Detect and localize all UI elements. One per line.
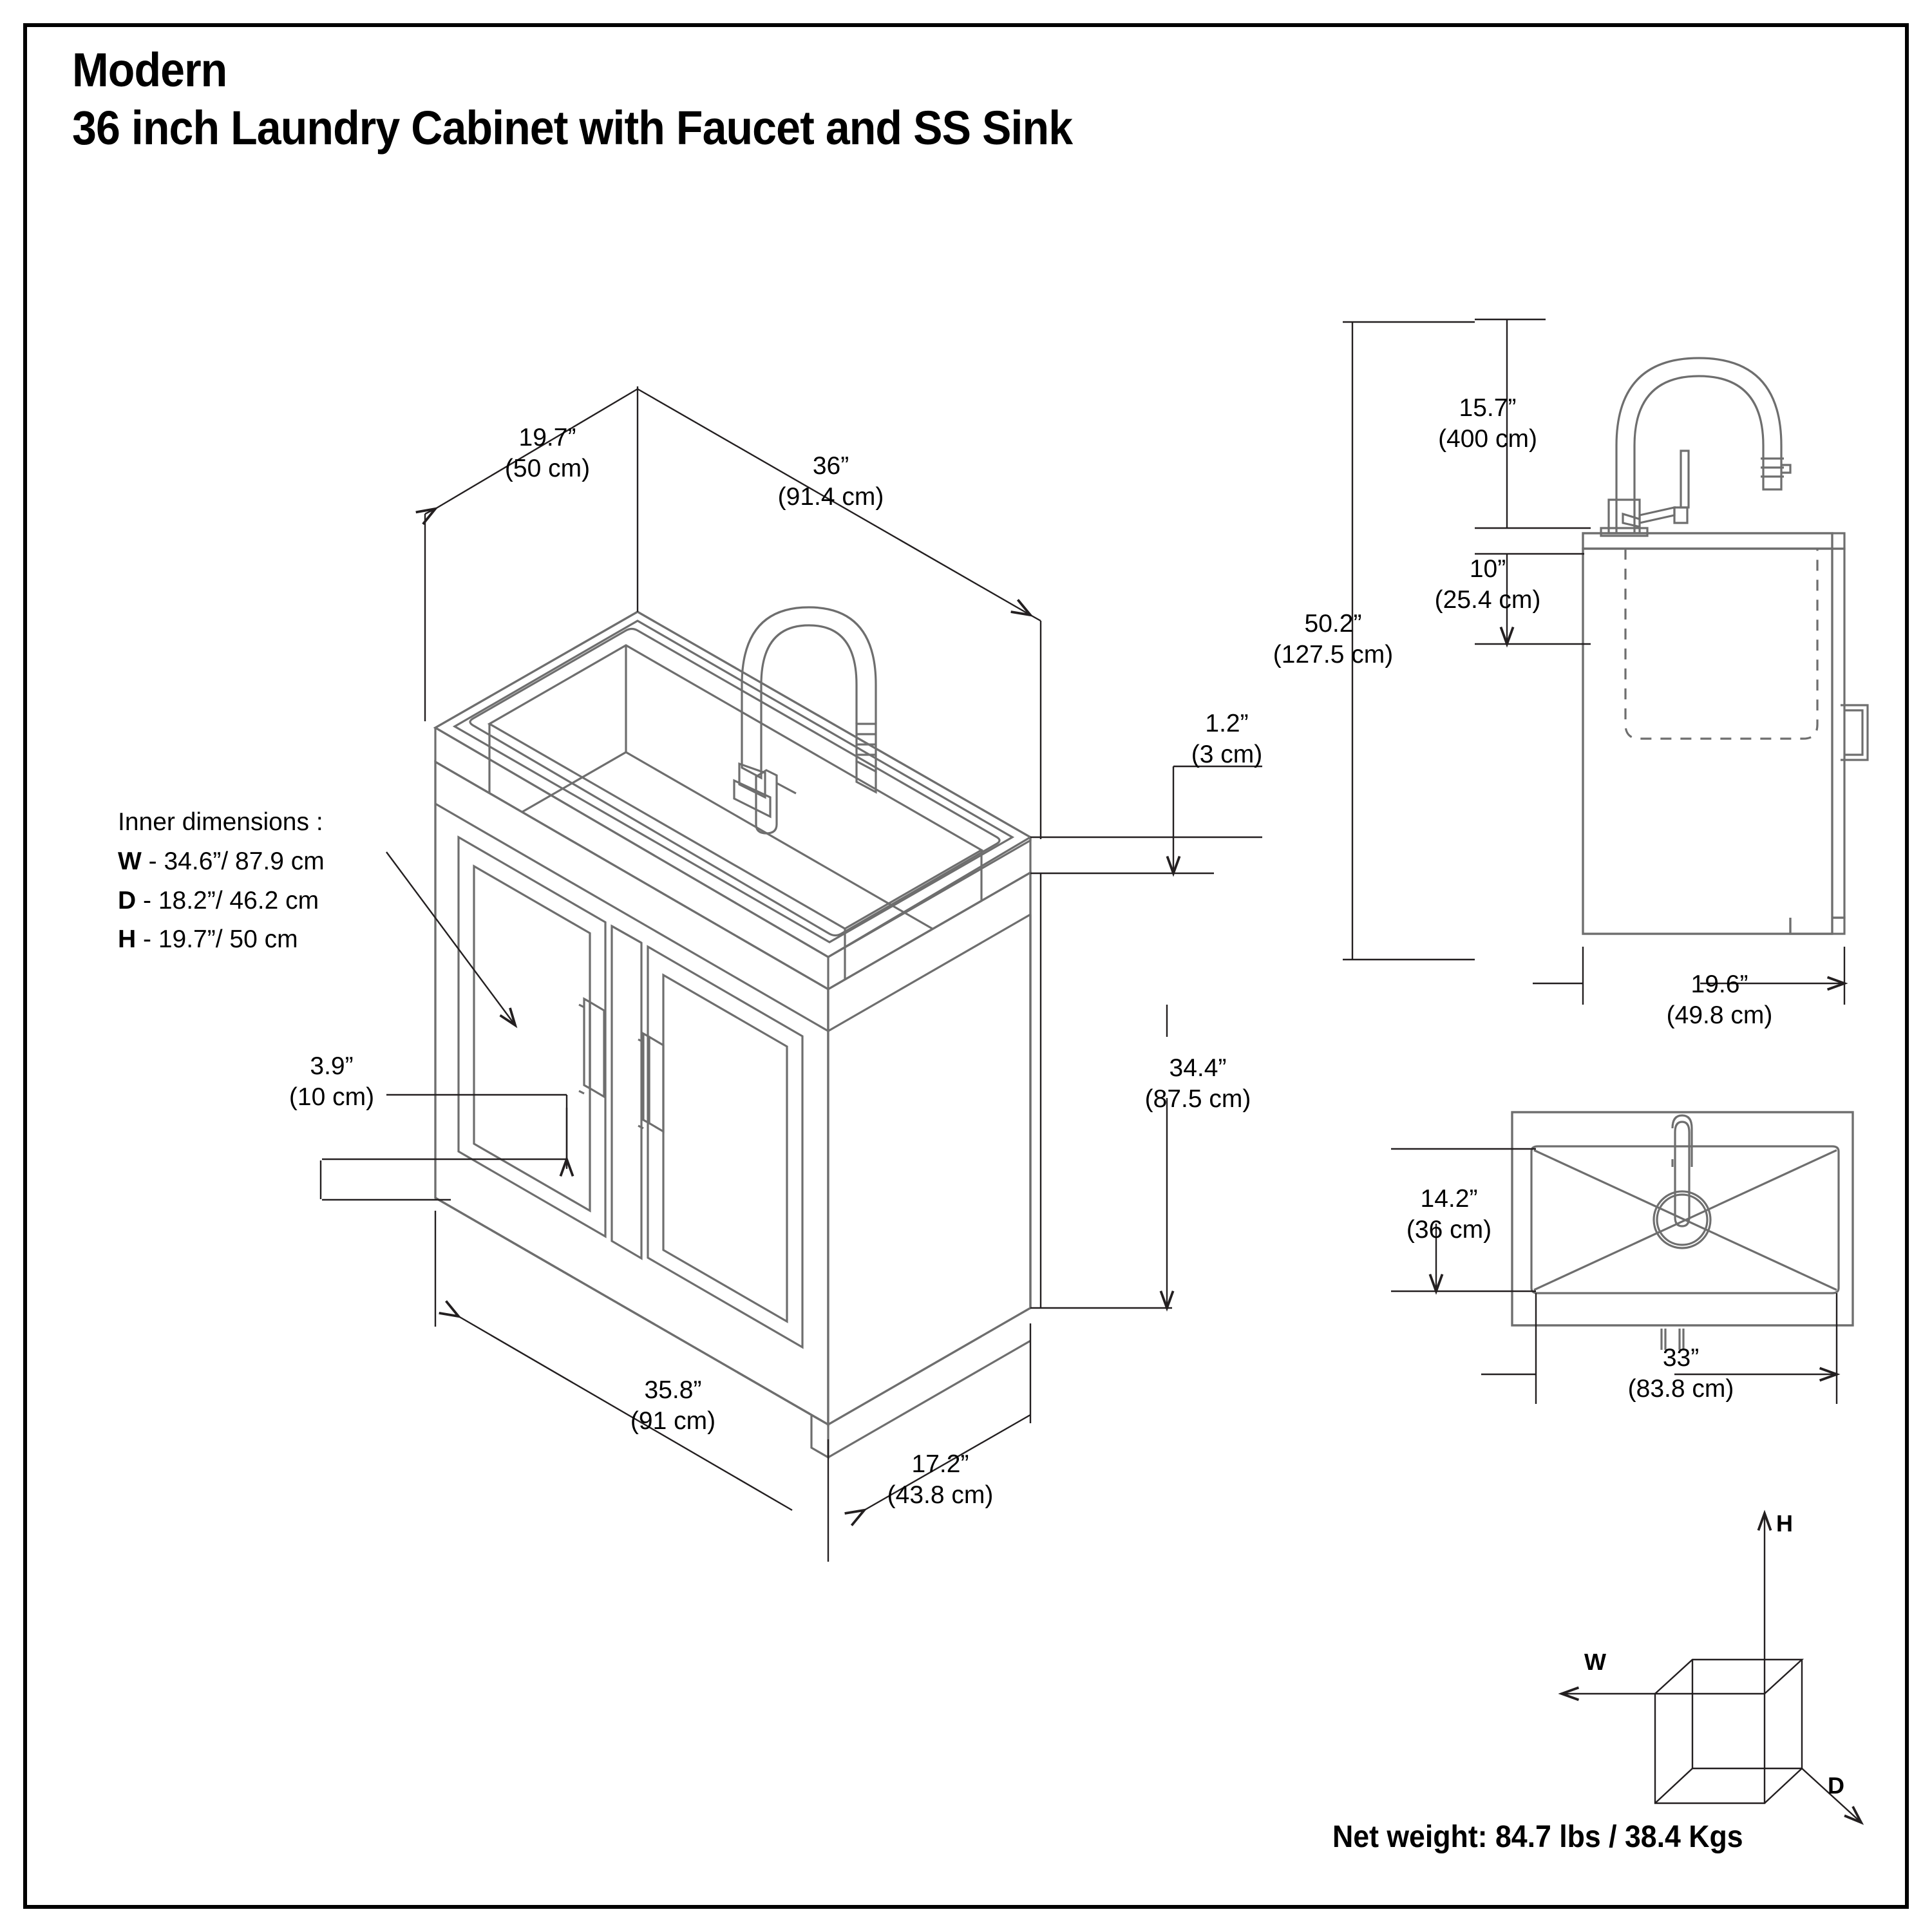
dim-side-total-height-imperial: 50.2”: [1304, 610, 1362, 638]
dim-side-sink-depth-imperial: 10”: [1469, 555, 1506, 583]
inner-dimensions-block: Inner dimensions : W - 34.6”/ 87.9 cm D …: [118, 803, 325, 960]
axis-label-width: W: [1584, 1649, 1606, 1675]
page-title-brand: Modern: [72, 43, 227, 97]
sink-top-view-drawing: [1511, 1111, 1854, 1350]
dim-iso-base-depth-metric: (43.8 cm): [887, 1481, 994, 1509]
dim-sink-width-imperial: 33”: [1662, 1344, 1700, 1372]
inner-dimensions-key-w: W: [118, 847, 142, 875]
dim-side-sink-depth-metric: (25.4 cm): [1434, 585, 1541, 614]
axis-label-height: H: [1776, 1510, 1793, 1537]
axis-label-depth: D: [1828, 1772, 1844, 1799]
title-block: Modern 36 inch Laundry Cabinet with Fauc…: [72, 46, 1618, 152]
inner-dimensions-value-h: - 19.7”/ 50 cm: [143, 925, 298, 954]
axis-legend-cube: [1558, 1510, 1864, 1825]
dim-iso-depth-metric: (50 cm): [504, 454, 591, 482]
dim-sink-width: 33” (83.8 cm): [1591, 1343, 1771, 1404]
isometric-dimension-lines: [319, 386, 1262, 1562]
dim-iso-width-metric: (91.4 cm): [777, 482, 884, 511]
dim-sink-width-metric: (83.8 cm): [1627, 1374, 1734, 1403]
dim-sink-depth-front-metric: (36 cm): [1406, 1215, 1492, 1244]
dim-sink-depth-front-imperial: 14.2”: [1420, 1185, 1478, 1213]
dim-side-sink-depth: 10” (25.4 cm): [1394, 554, 1581, 615]
dim-side-faucet-height-imperial: 15.7”: [1459, 394, 1517, 422]
dim-iso-depth: 19.7” (50 cm): [467, 422, 628, 484]
dim-iso-cabinet-height: 34.4” (87.5 cm): [1108, 1053, 1288, 1114]
isometric-cabinet-drawing: [433, 606, 1033, 1459]
dim-side-faucet-height: 15.7” (400 cm): [1394, 393, 1581, 454]
inner-dimensions-value-d: - 18.2”/ 46.2 cm: [143, 886, 319, 914]
dim-side-faucet-height-metric: (400 cm): [1438, 424, 1537, 453]
inner-dimensions-key-h: H: [118, 925, 137, 954]
net-weight: Net weight: 84.7 lbs / 38.4 Kgs: [1332, 1819, 1743, 1855]
dim-sink-depth-front: 14.2” (36 cm): [1362, 1184, 1536, 1245]
page-border: [23, 23, 1909, 1909]
inner-dimensions-heading: Inner dimensions :: [118, 808, 323, 836]
dim-iso-base-width-imperial: 35.8”: [644, 1376, 702, 1404]
inner-dimensions-row-width: W - 34.6”/ 87.9 cm: [118, 842, 325, 882]
dim-iso-base-depth: 17.2” (43.8 cm): [850, 1449, 1030, 1510]
net-weight-value: 84.7 lbs / 38.4 Kgs: [1487, 1820, 1743, 1854]
dim-side-total-height: 50.2” (127.5 cm): [1233, 609, 1433, 670]
dim-side-total-depth: 19.6” (49.8 cm): [1623, 969, 1816, 1030]
dim-iso-cabinet-height-metric: (87.5 cm): [1144, 1084, 1251, 1113]
dim-iso-width: 36” (91.4 cm): [747, 451, 914, 512]
dim-side-total-depth-imperial: 19.6”: [1690, 971, 1748, 998]
dim-iso-counter-thickness-imperial: 1.2”: [1205, 710, 1249, 737]
dim-side-total-height-metric: (127.5 cm): [1273, 640, 1394, 668]
dim-iso-counter-thickness-metric: (3 cm): [1191, 740, 1263, 768]
dim-iso-counter-thickness: 1.2” (3 cm): [1153, 708, 1301, 770]
dim-side-total-depth-metric: (49.8 cm): [1666, 1001, 1773, 1029]
dim-iso-base-depth-imperial: 17.2”: [911, 1450, 969, 1478]
dim-iso-toe-kick-imperial: 3.9”: [310, 1052, 354, 1080]
net-weight-label: Net weight:: [1332, 1820, 1488, 1854]
dim-iso-base-width: 35.8” (91 cm): [589, 1375, 757, 1436]
page-title-product: 36 inch Laundry Cabinet with Faucet and …: [72, 101, 1073, 155]
side-view-dimension-lines: [1343, 318, 1848, 1005]
dim-iso-base-width-metric: (91 cm): [630, 1406, 716, 1435]
dim-iso-toe-kick: 3.9” (10 cm): [251, 1051, 412, 1112]
sink-top-view-dimension-lines: [1391, 1148, 1841, 1404]
inner-dimensions-value-w: - 34.6”/ 87.9 cm: [148, 847, 325, 875]
dim-iso-cabinet-height-imperial: 34.4”: [1169, 1054, 1227, 1082]
inner-dimensions-row-depth: D - 18.2”/ 46.2 cm: [118, 882, 325, 921]
inner-dimensions-key-d: D: [118, 886, 137, 914]
dim-iso-depth-imperial: 19.7”: [518, 424, 576, 451]
dim-iso-toe-kick-metric: (10 cm): [289, 1083, 375, 1111]
side-elevation-drawing: [1582, 357, 1869, 935]
dim-iso-width-imperial: 36”: [812, 452, 849, 480]
inner-dimensions-row-height: H - 19.7”/ 50 cm: [118, 920, 325, 960]
